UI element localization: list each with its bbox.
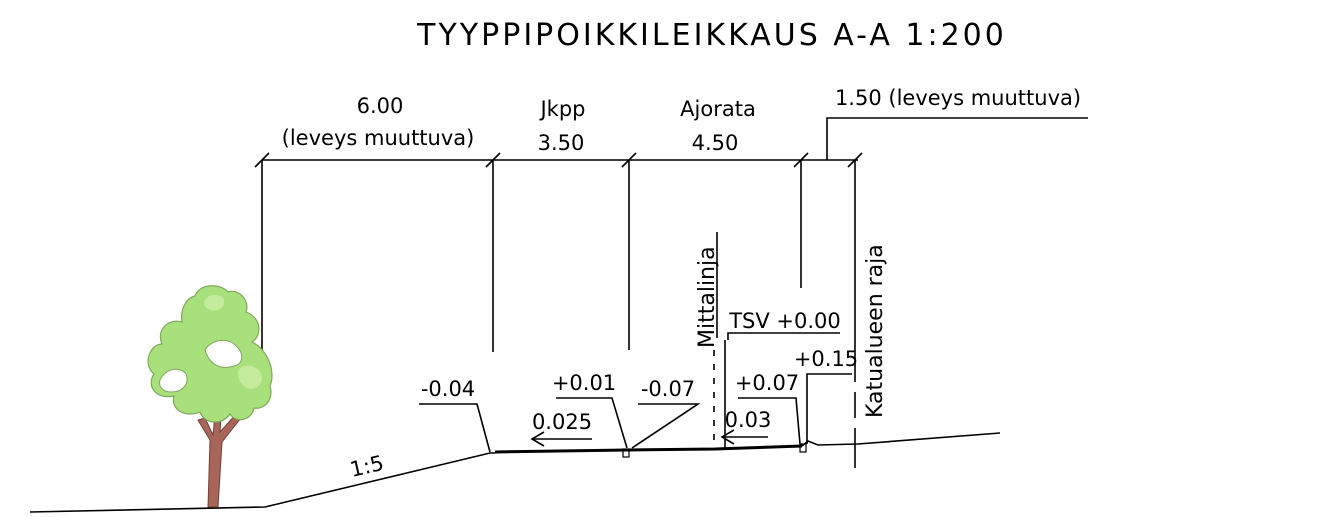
embankment-slope-value: 1:5	[348, 451, 386, 482]
ground-profile	[29, 432, 1001, 513]
slope-arrow-ajorata	[720, 429, 768, 445]
ajorata-label: Ajorata	[680, 97, 756, 121]
jkpp-slope-value: 0.025	[532, 410, 592, 434]
elevation-plus-001: +0.01	[552, 371, 616, 395]
ajorata-slope-value: 0.03	[725, 408, 772, 432]
left-width-value: 6.00	[357, 94, 404, 118]
curb-marker-left	[622, 448, 630, 458]
curb-marker-right	[799, 443, 807, 453]
jkpp-label: Jkpp	[538, 97, 585, 121]
slope-arrow-jkpp	[530, 431, 592, 447]
left-width-note: (leveys muuttuva)	[282, 126, 475, 150]
elevation-minus-004: -0.04	[421, 377, 475, 401]
right-width-note: 1.50 (leveys muuttuva)	[835, 86, 1081, 110]
drawing-title: TYYPPIPOIKKILEIKKAUS A-A 1:200	[416, 18, 1007, 53]
extension-lines	[261, 160, 856, 382]
elevation-tsv: TSV +0.00	[728, 309, 841, 333]
right-width-leader	[826, 117, 1088, 160]
mittalinja-label: Mittalinja	[695, 246, 720, 348]
jkpp-width-value: 3.50	[538, 131, 585, 155]
elevation-plus-007: +0.07	[735, 371, 799, 395]
katualueen-raja-label: Katualueen raja	[863, 244, 888, 418]
elevation-plus-015: +0.15	[794, 347, 858, 371]
elevation-leaders	[419, 332, 852, 453]
ajorata-width-value: 4.50	[692, 131, 739, 155]
tree-icon	[147, 285, 273, 508]
dimension-line	[254, 152, 863, 168]
elevation-minus-007: -0.07	[641, 377, 695, 401]
